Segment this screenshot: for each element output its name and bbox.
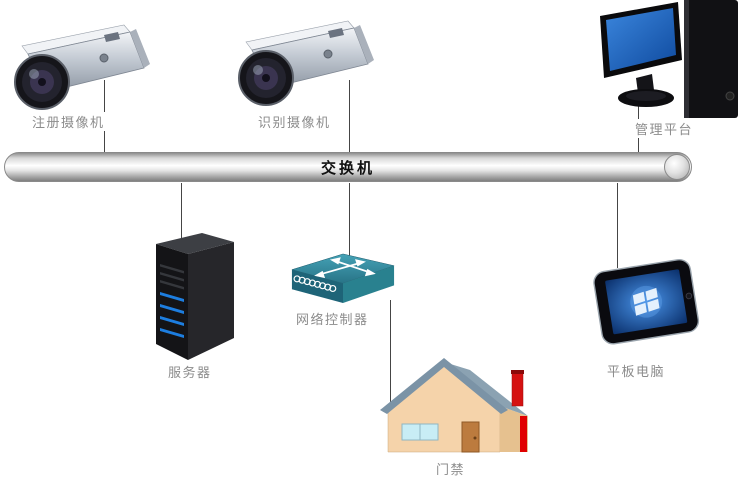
management-platform-node [594,0,744,122]
network-controller-node [288,250,398,307]
server-node [142,230,242,362]
bus-end-cap [664,154,690,180]
recognition-camera-node [230,18,380,113]
connector-recognition-camera-bus [349,80,350,154]
tablet-icon [593,258,700,345]
tablet-label: 平板电脑 [605,361,668,380]
management-platform-label: 管理平台 [633,119,696,138]
switch-arrows-icon [314,257,376,279]
pc-tower [684,0,738,118]
server-led-lights [160,292,184,338]
server-icon [156,233,234,360]
connector-bus-tablet [617,183,618,268]
tablet-node [588,254,706,352]
house-chimney [511,370,524,407]
house-door [461,421,480,453]
register-camera-icon [14,24,150,110]
switch-bus-label: 交换机 [320,158,375,177]
camera-lens [14,54,70,110]
home-button-icon [685,292,693,300]
camera-lens [238,50,294,106]
access-control-icon [380,358,528,453]
network-controller-icon [291,253,395,304]
connector-bus-server [181,183,182,240]
house-drainpipe [520,416,527,452]
access-control-label: 门禁 [434,459,468,478]
monitor-screen [606,8,676,71]
connector-controller-access [390,300,391,402]
switch-bus: 交换机 [4,152,692,182]
access-control-node [374,342,544,460]
network-controller-label: 网络控制器 [294,309,371,328]
server-label: 服务器 [166,362,214,381]
power-button-icon [725,91,735,101]
switch-ports [293,275,337,293]
connector-bus-controller [349,183,350,257]
recognition-camera-label: 识别摄像机 [256,112,333,131]
tablet-screen [605,269,688,335]
management-platform-icon [600,0,738,118]
register-camera-node [6,22,156,117]
register-camera-label: 注册摄像机 [30,112,107,131]
recognition-camera-icon [238,20,374,106]
windows-logo-icon [632,287,660,316]
